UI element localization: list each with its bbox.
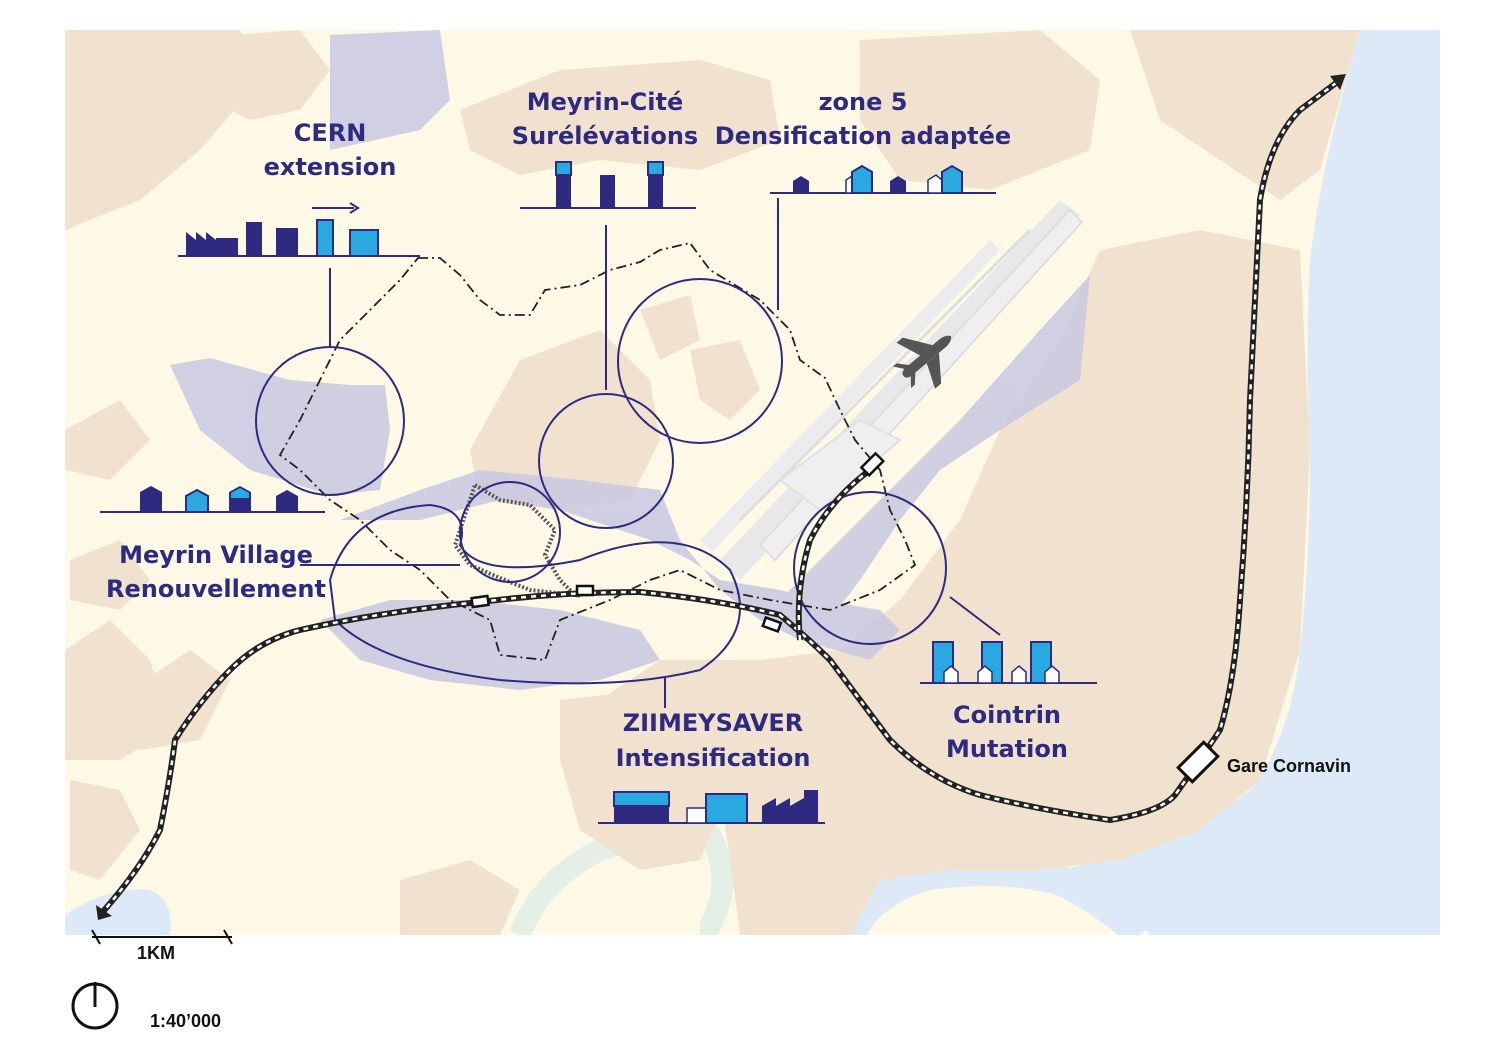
airplane-icon: [893, 335, 952, 389]
cointrin-label: Cointrin Mutation: [946, 701, 1068, 763]
cern-title: CERN: [294, 119, 367, 147]
ziimeysaver-label: ZIIMEYSAVER Intensification: [616, 709, 811, 772]
meyrin-cite-buildings-icon: [520, 161, 696, 209]
station-marker: [761, 615, 783, 634]
ziimeysaver-buildings-icon: [598, 790, 825, 824]
leader-lines: [300, 198, 1001, 708]
meyrin-village-circle: [459, 481, 561, 583]
scale-ratio: 1:40’000: [150, 1011, 221, 1031]
meyrin-village-buildings-icon: [100, 486, 325, 513]
cointrin-buildings-icon: [920, 641, 1097, 684]
station-marker: [575, 584, 595, 597]
ziimeysaver-ellipse: [328, 503, 741, 685]
zone5-title: zone 5: [819, 88, 908, 116]
meyrin-cite-label: Meyrin-Cité Surélévations: [512, 88, 698, 150]
built-areas: [65, 30, 1360, 935]
meyrin-cite-title: Meyrin-Cité: [527, 88, 684, 116]
right-arrow-icon: [312, 202, 360, 214]
scale-bar-label: 1KM: [137, 943, 175, 963]
airport: [700, 200, 1084, 580]
meyrin-village-label: Meyrin Village Renouvellement: [106, 541, 326, 603]
gare-cornavin-marker: [1176, 740, 1220, 784]
meyrin-village-title: Meyrin Village: [119, 541, 313, 569]
ziimeysaver-title: ZIIMEYSAVER: [623, 709, 804, 737]
scale-bar: 1KM: [91, 929, 233, 963]
cointrin-title: Cointrin: [953, 701, 1061, 729]
zone5-circle: [617, 278, 783, 444]
railway-arrow-northeast-icon: [1330, 74, 1346, 90]
zone5-subtitle: Densification adaptée: [715, 122, 1011, 150]
railway: [96, 74, 1346, 920]
cern-label: CERN extension: [264, 119, 397, 181]
zone5-label: zone 5 Densification adaptée: [715, 88, 1011, 150]
cern-subtitle: extension: [264, 153, 397, 181]
lake: [1010, 30, 1440, 935]
railway-arrow-southwest-icon: [96, 905, 112, 920]
cointrin-circle: [793, 491, 947, 645]
meyrin-cite-circle-south: [538, 393, 674, 529]
ziimeysaver-subtitle: Intensification: [616, 744, 811, 772]
meyrin-cite-subtitle: Surélévations: [512, 122, 698, 150]
cern-buildings-icon: [178, 219, 420, 257]
map-base: [65, 30, 1440, 935]
station-marker: [470, 594, 491, 609]
gare-cornavin-label: Gare Cornavin: [1227, 756, 1351, 776]
river-arve: [65, 889, 171, 935]
station-marker: [859, 451, 886, 478]
cointrin-subtitle: Mutation: [946, 735, 1068, 763]
zone5-buildings-icon: [770, 164, 996, 194]
rhone-river: [836, 856, 1151, 935]
study-area-boundary: [278, 241, 917, 661]
meyrin-village-subtitle: Renouvellement: [106, 575, 326, 603]
north-arrow-icon: [71, 982, 119, 1030]
